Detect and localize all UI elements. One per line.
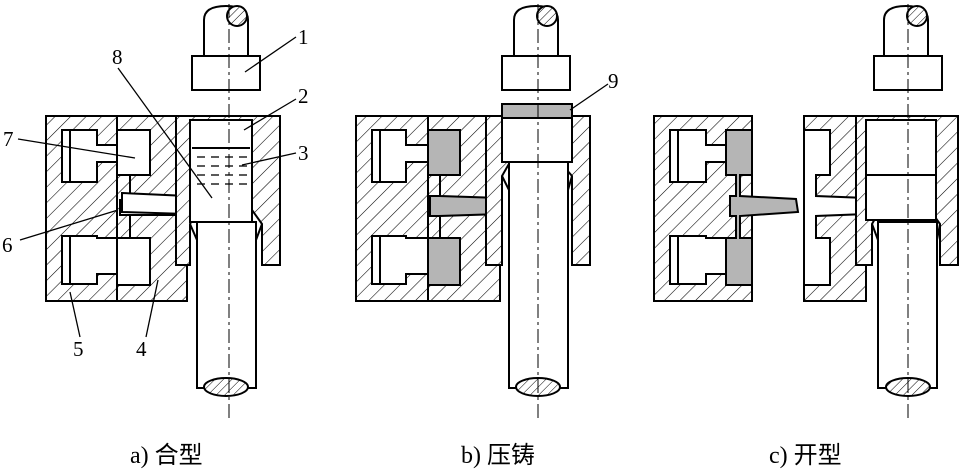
panel-a-die-closed [45, 4, 281, 397]
label-7: 7 [3, 127, 14, 151]
label-5: 5 [73, 337, 84, 361]
caption-die-open: c) 开型 [769, 442, 842, 469]
label-1: 1 [298, 25, 309, 49]
caption-injection: b) 压铸 [461, 442, 535, 469]
injection-rod [196, 221, 257, 389]
panel-c-die-open [653, 4, 959, 397]
ejected-casting [725, 129, 800, 286]
top-punch-head [501, 55, 571, 91]
rod-section [203, 377, 249, 397]
caption-die-closed: a) 合型 [130, 442, 203, 469]
panel-a-leaders [17, 36, 297, 338]
label-6: 6 [2, 233, 13, 257]
label-9: 9 [608, 69, 619, 93]
molten-metal [192, 148, 250, 186]
label-3: 3 [298, 141, 309, 165]
biscuit [501, 103, 573, 119]
casting-metal [427, 129, 501, 286]
label-8: 8 [112, 45, 123, 69]
top-punch-head [191, 55, 261, 91]
label-4: 4 [136, 337, 147, 361]
panel-b-injection [355, 4, 591, 397]
label-2: 2 [298, 84, 309, 108]
